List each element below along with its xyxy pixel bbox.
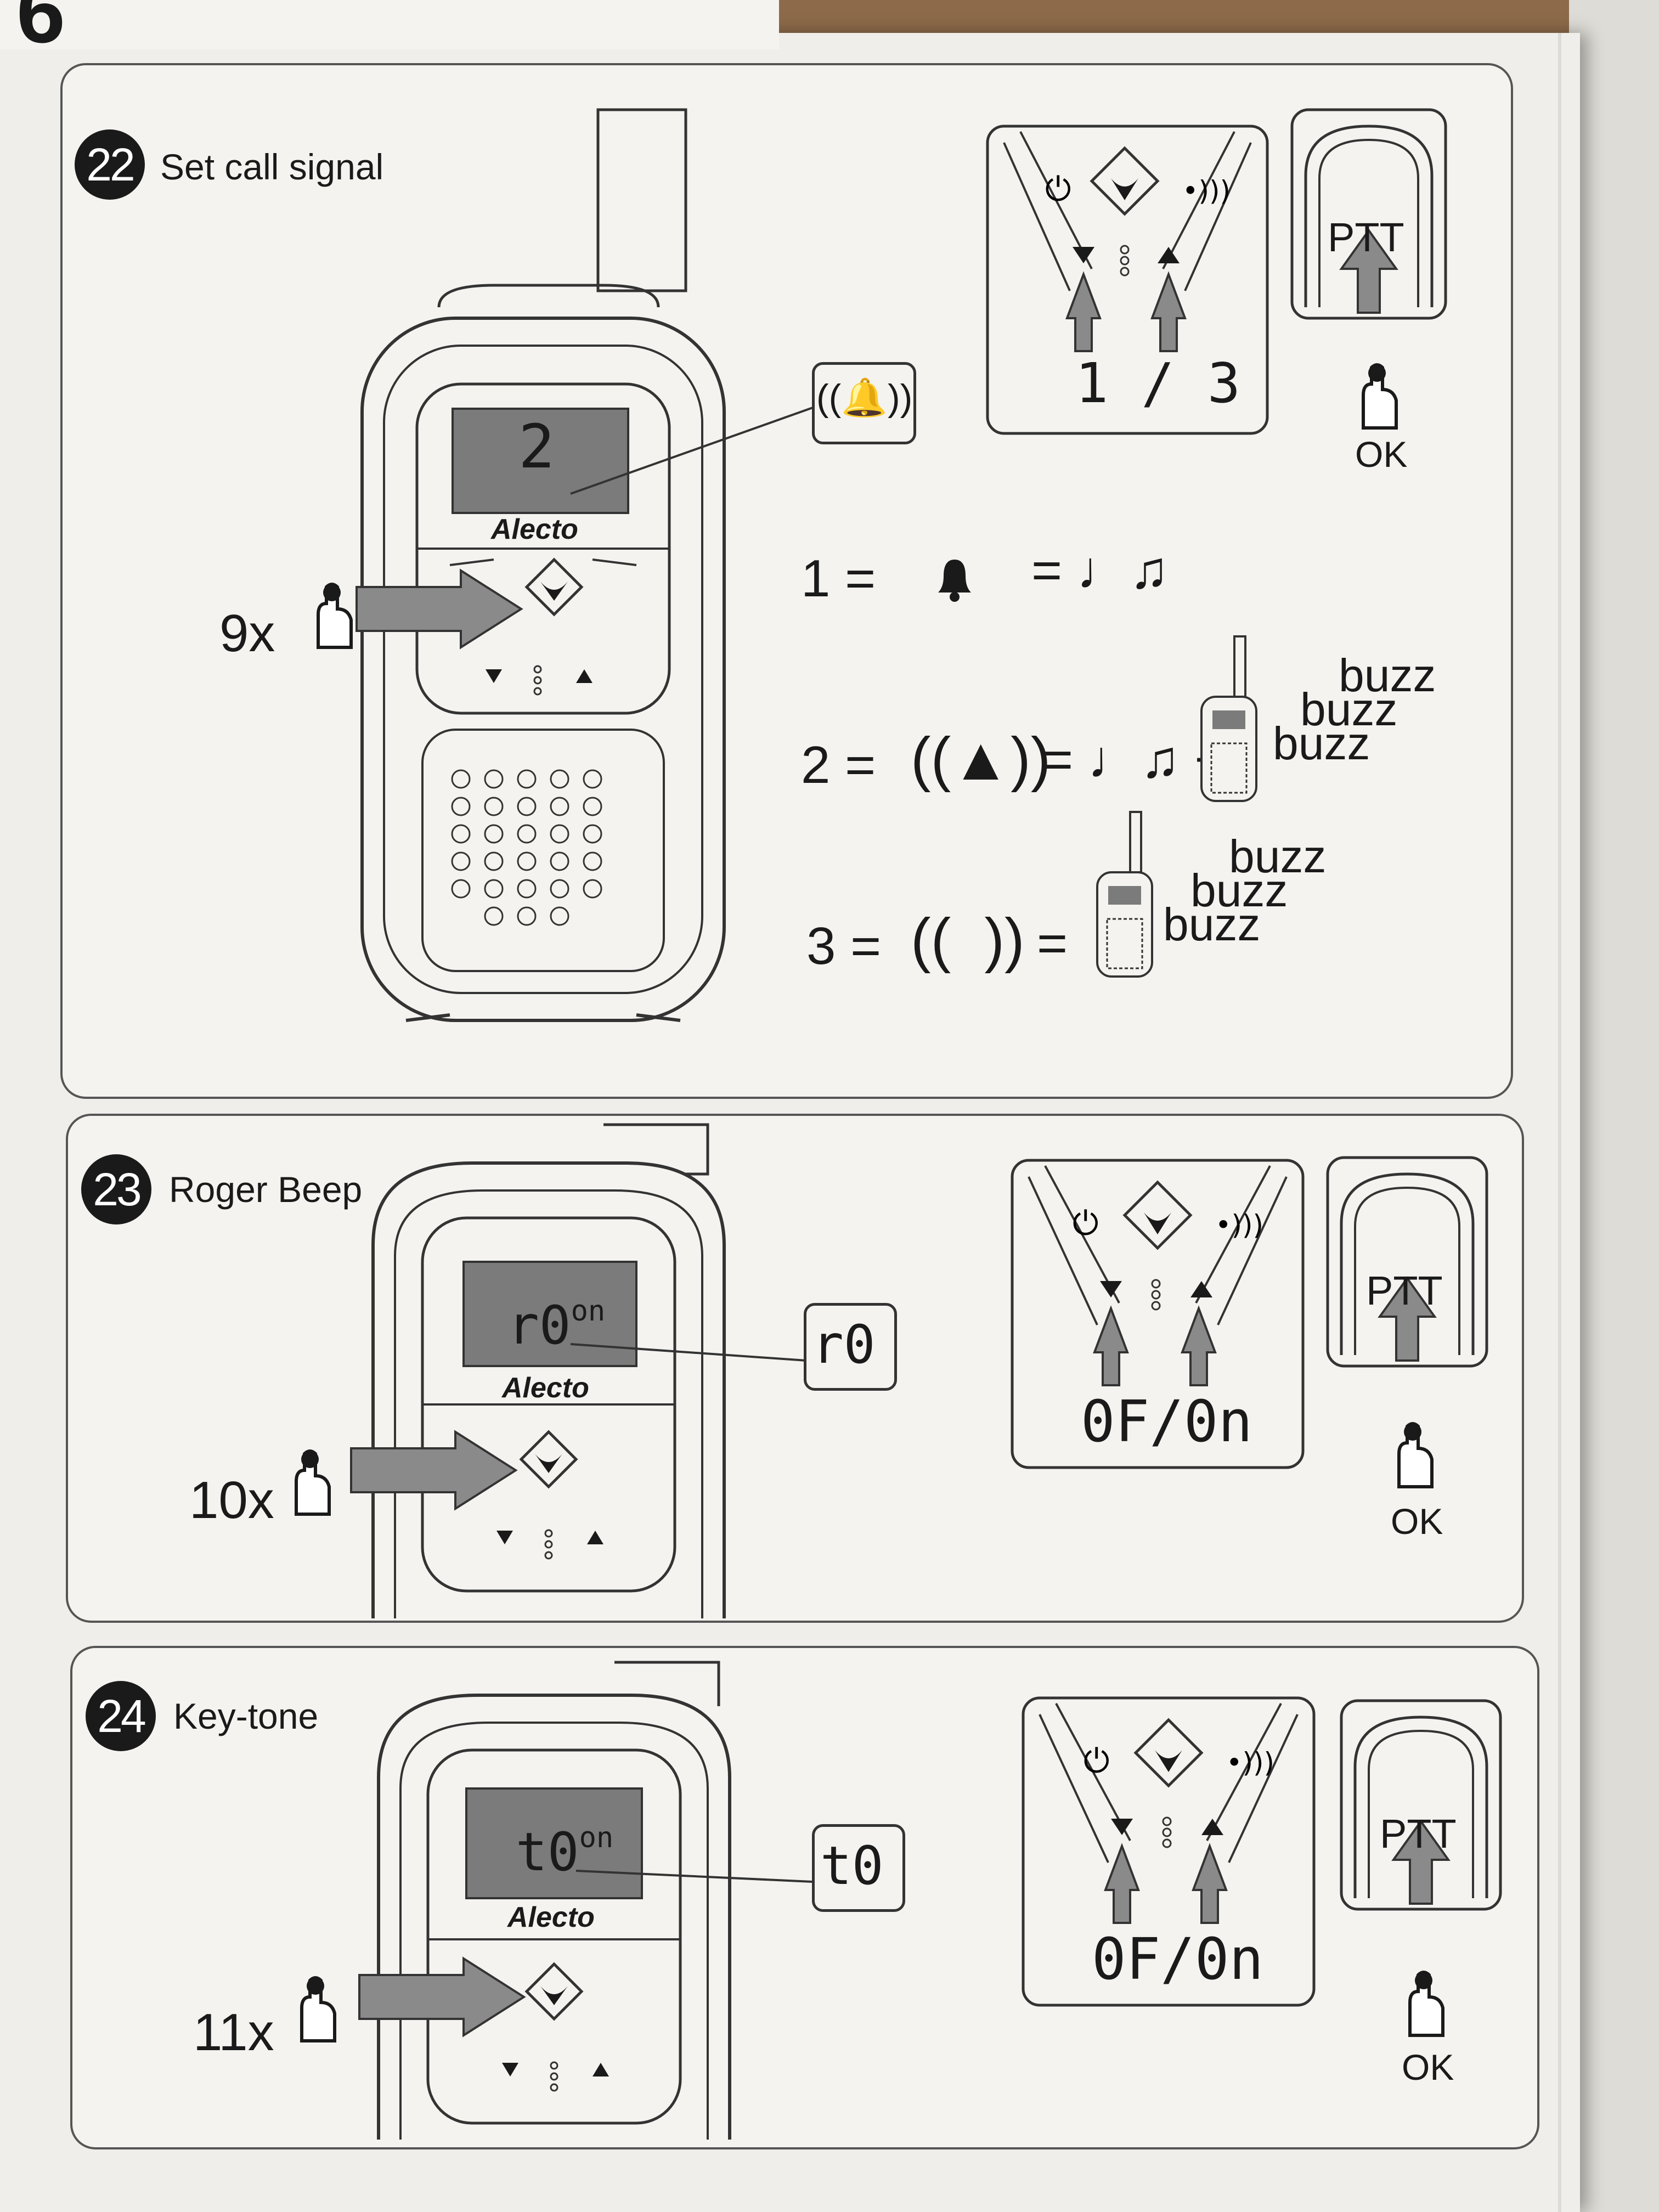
mini-walkie-talkie-icon [1200, 635, 1257, 802]
svg-text:⏻: ⏻ [1084, 1742, 1109, 1780]
finger-press-icon [317, 583, 353, 649]
silent-ring-icon: (( )) [911, 906, 1025, 974]
lcd-value: t0on [516, 1821, 613, 1883]
ptt-label: PTT [1328, 215, 1404, 260]
ok-label: OK [1391, 1501, 1443, 1542]
arrows-caption: 0F/0n [1092, 1926, 1264, 1993]
step-23-title: Roger Beep [169, 1169, 363, 1210]
option-2-result: = ♩♫ + [1042, 730, 1226, 789]
buzz-line: buzz [1339, 650, 1436, 701]
press-arrow [358, 1956, 526, 2038]
ptt-label: PTT [1366, 1268, 1443, 1313]
buzz-line: buzz [1273, 718, 1370, 769]
next-page-edge [1569, 0, 1659, 2212]
ok-label: OK [1355, 434, 1408, 475]
lcd-value-suffix: on [579, 1821, 614, 1854]
buzz-line: buzz [1300, 684, 1398, 735]
option-3-result: = [1037, 914, 1068, 973]
page-fragment: 6 [16, 0, 65, 61]
brand-logo: Alecto [507, 1901, 595, 1933]
press-arrow [350, 1430, 518, 1511]
step-24-title: Key-tone [173, 1696, 319, 1736]
callout-value: t0 [820, 1835, 884, 1897]
option-2-label: 2 = [801, 736, 876, 794]
page-crease [1558, 33, 1561, 2212]
press-arrow [356, 568, 523, 650]
lcd-value-suffix: on [571, 1295, 606, 1328]
svg-text:•))): •))) [1215, 1209, 1263, 1241]
lcd-value-main: r0 [507, 1295, 571, 1356]
callout-value: r0 [812, 1314, 876, 1375]
callout-box [812, 362, 916, 444]
mini-walkie-talkie-icon [1096, 811, 1153, 978]
lcd-value: 2 [518, 411, 555, 482]
step-22-number-badge: 22 [75, 129, 145, 200]
callout-box [812, 1824, 905, 1912]
buzz-text: buzz buzz buzz [1163, 831, 1327, 950]
buzz-line: buzz [1190, 865, 1288, 916]
svg-text:⏻: ⏻ [1045, 170, 1071, 208]
button-panel-diagram: ⏻ •))) [1022, 1696, 1316, 2007]
svg-text:•))): •))) [1182, 175, 1231, 207]
buzz-line: buzz [1163, 899, 1261, 950]
ptt-button-diagram [1326, 1156, 1488, 1368]
lcd-value-main: t0 [516, 1821, 579, 1883]
button-panel-diagram: ⏻ •))) [1011, 1159, 1305, 1469]
ring-bell-icon: ((▲)) [911, 725, 1051, 793]
finger-press-icon [1362, 363, 1398, 430]
bell-icon [938, 560, 971, 602]
step-24-number-badge: 24 [86, 1681, 156, 1751]
walkie-talkie-illustration [360, 108, 818, 1022]
ptt-button-diagram [1340, 1699, 1502, 1911]
option-3-label: 3 = [806, 917, 882, 975]
step-22-title: Set call signal [160, 146, 384, 187]
buzz-text: buzz buzz buzz [1273, 650, 1436, 769]
option-1-result: = ♩♫ [1031, 541, 1169, 600]
ok-label: OK [1402, 2047, 1454, 2087]
press-count: 9x [219, 604, 275, 663]
arrows-caption: 1 / 3 [1075, 351, 1241, 415]
buzz-line: buzz [1229, 831, 1327, 882]
ptt-button-diagram [1290, 108, 1447, 320]
svg-text:⏻: ⏻ [1073, 1204, 1098, 1243]
brand-logo: Alecto [502, 1372, 589, 1404]
button-panel-diagram: ⏻ •))) [986, 125, 1269, 435]
step-22-panel [60, 63, 1513, 1099]
finger-press-icon [1408, 1971, 1444, 2037]
callout-box [804, 1303, 897, 1391]
finger-press-icon [300, 1976, 336, 2042]
finger-press-icon [295, 1449, 331, 1516]
ptt-label: PTT [1380, 1811, 1457, 1857]
step-23-number-badge: 23 [81, 1154, 151, 1224]
previous-page-strip: 6 [0, 0, 779, 61]
svg-text:•))): •))) [1226, 1747, 1274, 1779]
press-count: 10x [189, 1471, 274, 1530]
lcd-value: r0on [507, 1295, 605, 1356]
brand-logo: Alecto [491, 514, 578, 545]
finger-press-icon [1397, 1422, 1434, 1488]
callout-bell-icon: ((🔔)) [816, 377, 913, 419]
arrows-caption: 0F/0n [1081, 1388, 1253, 1455]
press-count: 11x [193, 2003, 274, 2062]
option-1-label: 1 = [801, 549, 876, 608]
